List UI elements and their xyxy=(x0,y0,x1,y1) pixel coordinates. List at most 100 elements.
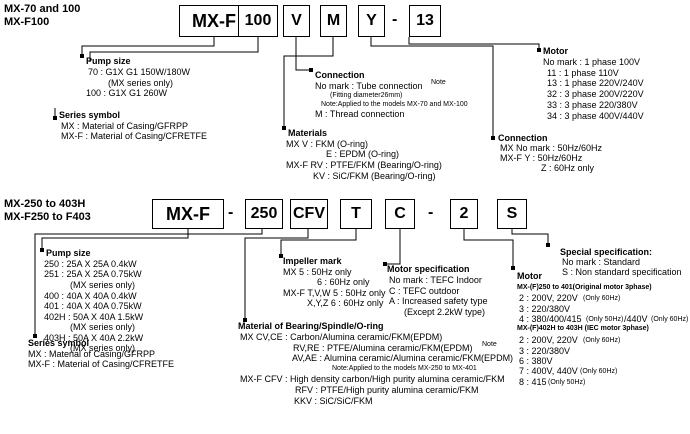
connection-note-mark: Note xyxy=(431,79,446,86)
pump-size-line: (MX series only) xyxy=(70,322,136,332)
series-symbol-heading: Series symbol xyxy=(59,110,121,120)
code-box-series: MX-F xyxy=(152,199,224,229)
motor-line: 7 : 400V, 440V xyxy=(519,366,578,376)
bearing-note-mark: Note xyxy=(482,341,497,348)
bearing-line: MX CV,CE : Carbon/Alumina ceramic/FKM(EP… xyxy=(240,332,443,342)
connection2-heading: Connection xyxy=(498,133,548,143)
motor-line: 13 : 1 phase 220V/240V xyxy=(547,78,644,88)
pump-size-line: 400 : 40A X 40A 0.4kW xyxy=(44,291,137,301)
motor-line: 6 : 380V xyxy=(519,356,553,366)
motor-subheading: MX-(F)402H to 403H (IEC motor 3phase) xyxy=(517,325,649,332)
code-dash: - xyxy=(392,11,398,28)
materials-line: KV : SiC/FKM (Bearing/O-ring) xyxy=(313,171,436,181)
motor-line: 33 : 3 phase 220/380V xyxy=(547,100,638,110)
bearing-heading: Material of Bearing/Spindle/O-ring xyxy=(238,321,384,331)
pump-size-line: 401 : 40A X 40A 0.75kW xyxy=(44,301,142,311)
series-symbol-line: MX : Material of Casing/GFRPP xyxy=(28,349,156,359)
connection-line: (Fitting diameter26mm) xyxy=(330,92,403,99)
code-box-special: S xyxy=(497,199,527,229)
motor-line: 3 : 220/380V xyxy=(519,346,571,356)
pump-size-line: 250 : 25A X 25A 0.4kW xyxy=(44,259,137,269)
motor-note: (Only 60Hz) xyxy=(651,316,689,323)
pump-size-heading: Pump size xyxy=(46,248,91,258)
connection2-line: Z : 60Hz only xyxy=(541,163,595,173)
series-symbol-heading: Series symbol xyxy=(28,338,90,348)
code-box-materials: V xyxy=(283,5,310,37)
pump-size-line: 403H : 50A X 40A 2.2kW xyxy=(44,333,144,343)
motor-note: (Only 60Hz) xyxy=(580,368,618,375)
pump-size-line: 100 : G1X G1 260W xyxy=(86,88,168,98)
connection2-line: MX No mark : 50Hz/60Hz xyxy=(500,143,603,153)
motor-note: (Only 50Hz) xyxy=(548,379,586,386)
section2-title-line2: MX-F250 to F403 xyxy=(4,211,91,223)
impeller-heading: Impeller mark xyxy=(283,256,342,266)
connection-line: No mark : Tube connection xyxy=(315,81,423,91)
motor-spec-line: A : Increased safety type xyxy=(389,296,488,306)
pump-size-line: 251 : 25A X 25A 0.75kW xyxy=(44,269,142,279)
special-spec-line: No mark : Standard xyxy=(562,257,641,267)
code-dash: - xyxy=(228,204,234,221)
motor-note: (Only 50Hz) xyxy=(586,316,624,323)
motor-line: 3 : 220/380V xyxy=(519,304,571,314)
motor-line: 11 : 1 phase 110V xyxy=(547,68,619,78)
series-symbol-line: MX-F : Material of Casing/CFRETFE xyxy=(61,131,208,141)
bearing-line: KKV : SiC/SiC/FKM xyxy=(294,396,373,406)
impeller-line: X,Y,Z 6 : 60Hz only xyxy=(307,298,384,308)
motor-note: (Only 60Hz) xyxy=(583,295,621,302)
connection-line: M : Thread connection xyxy=(315,109,405,119)
code-box-motor: 2 xyxy=(450,199,478,229)
code-box-impeller: T xyxy=(340,199,372,229)
motor-line: 2 : 200V, 220V xyxy=(519,293,578,303)
bearing-line: AV,AE : Alumina ceramic/Alumina ceramic/… xyxy=(292,353,514,363)
special-spec-heading: Special specification: xyxy=(560,247,653,257)
motor-spec-line: C : TEFC outdoor xyxy=(389,286,460,296)
code-box-motor: 13 xyxy=(409,5,441,37)
motor-line: 4 : 380/400/415 xyxy=(519,314,582,324)
connection2-line: MX-F Y : 50Hz/60Hz xyxy=(500,153,583,163)
special-spec-line: S : Non standard specification xyxy=(562,267,682,277)
materials-line: MX V : FKM (O-ring) xyxy=(286,139,369,149)
bearing-line: Note:Applied to the models MX-250 to MX-… xyxy=(332,365,477,372)
motor-line: 2 : 200V, 220V xyxy=(519,335,578,345)
impeller-line: MX 5 : 50Hz only xyxy=(283,267,352,277)
motor-line: 8 : 415 xyxy=(519,377,547,387)
impeller-line: 6 : 60Hz only xyxy=(317,277,370,287)
code-box-bearing: CFV xyxy=(290,199,328,229)
code-box-connection: M xyxy=(320,5,347,37)
code-box-pump-size: 250 xyxy=(245,199,283,229)
pump-size-heading: Pump size xyxy=(86,56,131,66)
code-box-pump-size: 100 xyxy=(238,5,278,37)
materials-line: MX-F RV : PTFE/FKM (Bearing/O-ring) xyxy=(286,160,442,170)
motor-subheading: MX-(F)250 to 401(Original motor 3phase) xyxy=(517,284,652,291)
code-dash: - xyxy=(428,204,434,221)
connection-line: Note:Applied to the models MX-70 and MX-… xyxy=(321,101,468,108)
bearing-line: RFV : PTFE/High purity alumina ceramic/F… xyxy=(295,385,479,395)
materials-line: E : EPDM (O-ring) xyxy=(326,149,400,159)
materials-heading: Materials xyxy=(288,128,328,138)
pump-size-line: (MX series only) xyxy=(108,78,174,88)
pump-size-line: 402H : 50A X 40A 1.5kW xyxy=(44,312,144,322)
series-symbol-line: MX : Material of Casing/GFRPP xyxy=(61,121,189,131)
section2-title-line1: MX-250 to 403H xyxy=(4,198,86,210)
motor-line: /440V xyxy=(624,314,648,324)
pump-size-line: (MX series only) xyxy=(70,343,136,353)
connection-heading: Connection xyxy=(315,70,365,80)
code-box-hz: Y xyxy=(358,5,385,37)
motor-spec-line: No mark : TEFC Indoor xyxy=(389,275,482,285)
motor-heading: Motor xyxy=(543,46,568,56)
bearing-line: MX-F CFV : High density carbon/High puri… xyxy=(240,374,505,384)
impeller-line: MX-F T,V,W 5 : 50Hz only xyxy=(283,288,386,298)
pump-size-line: 70 : G1X G1 150W/180W xyxy=(88,67,191,77)
motor-note: (Only 60Hz) xyxy=(583,337,621,344)
bearing-line: RV,RE : PTFE/Alumina ceramic/FKM(EPDM) xyxy=(293,343,473,353)
motor-line: 32 : 3 phase 200V/220V xyxy=(547,89,644,99)
motor-heading: Motor xyxy=(517,271,542,281)
code-box-motor-spec: C xyxy=(385,199,415,229)
motor-line: No mark : 1 phase 100V xyxy=(543,57,641,67)
motor-spec-heading: Motor specification xyxy=(387,264,470,274)
section1-title-line1: MX-70 and 100 xyxy=(4,3,81,15)
motor-spec-line: (Except 2.2kW type) xyxy=(404,307,486,317)
pump-size-line: (MX series only) xyxy=(70,280,136,290)
